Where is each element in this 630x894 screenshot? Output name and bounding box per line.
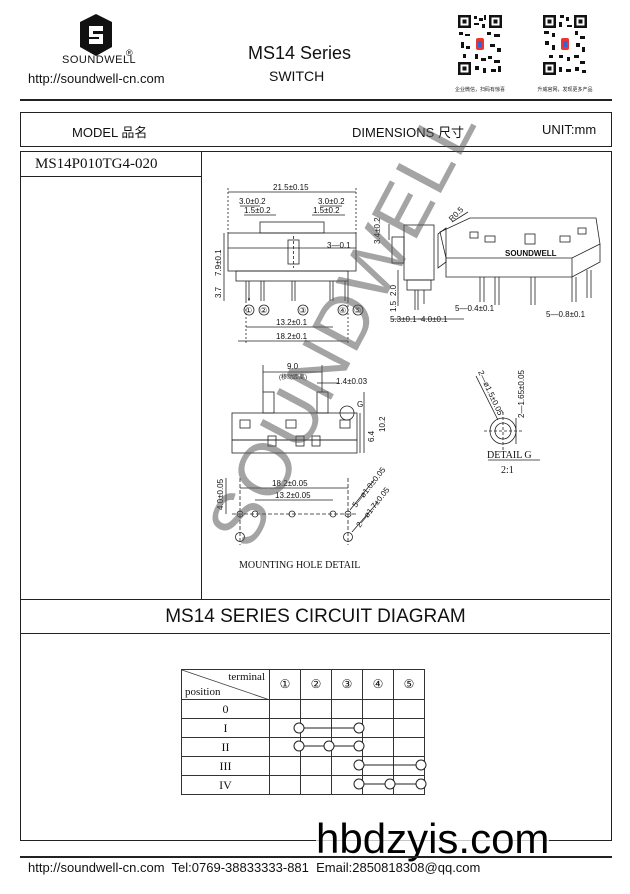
dim-knob-height: 3—0.1 bbox=[327, 241, 351, 250]
dim-pin-span-inner: 13.2±0.1 bbox=[276, 318, 308, 327]
dim-height: 7.9±0.1 bbox=[214, 249, 223, 276]
dim-side-holes: 5—0.4±0.1 bbox=[455, 304, 495, 313]
circuit-title-divider bbox=[21, 633, 610, 634]
terminal-1: ① bbox=[269, 669, 301, 700]
detail-g-caption: DETAIL G bbox=[487, 450, 532, 461]
pin-5: ⑤ bbox=[354, 306, 361, 315]
pin-2: ② bbox=[260, 306, 267, 315]
header-terminal: terminal bbox=[228, 671, 265, 683]
circuit-title: MS14 SERIES CIRCUIT DIAGRAM bbox=[165, 606, 466, 627]
qr-left-caption: 企业微信，扫码有惊喜 bbox=[454, 87, 505, 93]
site-watermark: hbdzyis.com bbox=[316, 815, 550, 862]
dim-pin-span-outer: 18.2±0.1 bbox=[276, 332, 308, 341]
dim-top-depth: 6.4 bbox=[367, 430, 376, 442]
dim-pin-length: 3.7 bbox=[214, 286, 223, 298]
pin-1: ① bbox=[245, 306, 252, 315]
dim-iso-pins: 5—0.8±0.1 bbox=[546, 310, 586, 319]
dimensions-label: DIMENSIONS 尺寸 bbox=[352, 125, 464, 140]
dim-side-small: 1.5 bbox=[389, 300, 398, 312]
qr-right-caption: 升威官网，发现更多产品 bbox=[537, 87, 593, 93]
series-subtitle: SWITCH bbox=[269, 68, 325, 84]
position-label: IV bbox=[181, 775, 270, 795]
dim-travel-note: (移动距离) bbox=[279, 373, 307, 381]
position-label: II bbox=[181, 737, 270, 757]
logo-icon bbox=[80, 14, 112, 56]
iso-brand: SOUNDWELL bbox=[505, 249, 557, 258]
pin-4: ④ bbox=[339, 306, 346, 315]
position-row: I bbox=[181, 718, 425, 738]
mounting-caption: MOUNTING HOLE DETAIL bbox=[239, 560, 360, 571]
position-row: III bbox=[181, 756, 425, 776]
model-number: MS14P010TG4-020 bbox=[35, 156, 158, 172]
dim-travel: 9.0 bbox=[287, 362, 299, 371]
qr-code-right[interactable] bbox=[542, 14, 588, 76]
unit-label: UNIT:mm bbox=[542, 122, 597, 137]
model-label: MODEL 品名 bbox=[72, 125, 148, 140]
company-url[interactable]: http://soundwell-cn.com bbox=[28, 71, 165, 86]
terminal-2: ② bbox=[300, 669, 332, 700]
header-corner: terminal position bbox=[181, 669, 270, 700]
brand-name: SOUNDWELL bbox=[62, 54, 137, 66]
footer-divider bbox=[20, 856, 612, 858]
header-position: position bbox=[185, 686, 221, 698]
terminal-4: ④ bbox=[362, 669, 394, 700]
position-label: I bbox=[181, 718, 270, 738]
position-label: III bbox=[181, 756, 270, 776]
terminal-5: ⑤ bbox=[393, 669, 425, 700]
model-cell-underline bbox=[21, 176, 201, 177]
info-bar: MODEL 品名 DIMENSIONS 尺寸 UNIT:mm bbox=[20, 112, 612, 147]
dim-side-base: 5.3±0.1 bbox=[390, 315, 417, 324]
terminal-3: ③ bbox=[331, 669, 363, 700]
detail-g-dim1: 2—ø1.5±0.05 bbox=[476, 369, 505, 417]
dim-side-pin: 2.0 bbox=[389, 284, 398, 296]
series-title: MS14 Series bbox=[248, 43, 352, 63]
dim-mount-inner: 13.2±0.05 bbox=[275, 491, 311, 500]
dim-mount-vertical: 4.0±0.05 bbox=[216, 478, 225, 510]
position-row: II bbox=[181, 737, 425, 757]
dim-left-pitch: 3.0±0.2 bbox=[239, 197, 266, 206]
brand-logo bbox=[78, 13, 114, 57]
dim-mount-outer: 18.2±0.05 bbox=[272, 479, 308, 488]
dim-right-pitch: 3.0±0.2 bbox=[318, 197, 345, 206]
qr-code-left[interactable] bbox=[457, 14, 503, 76]
footer-contact: http://soundwell-cn.com Tel:0769-3883333… bbox=[28, 860, 481, 875]
detail-g-dim2: 2—1.65±0.05 bbox=[517, 369, 526, 418]
dim-side-top: 3.4±0.2 bbox=[373, 217, 382, 244]
detail-ref-g: G bbox=[357, 400, 363, 409]
dim-knob-width: 1.4±0.03 bbox=[336, 377, 368, 386]
circuit-table: terminal position ① ② ③ ④ ⑤ 0 I II III I… bbox=[181, 669, 425, 795]
dim-left-sub: 1.5±0.2 bbox=[244, 206, 271, 215]
model-column-divider bbox=[201, 152, 202, 599]
dim-side-pitch: 4.0±0.1 bbox=[421, 315, 448, 324]
pin-3: ③ bbox=[299, 306, 306, 315]
registered-mark: ® bbox=[126, 48, 133, 58]
detail-g-scale: 2:1 bbox=[501, 465, 514, 476]
position-label: 0 bbox=[181, 699, 270, 719]
position-row: 0 bbox=[181, 699, 425, 719]
drawing-bottom-divider bbox=[21, 599, 610, 600]
dim-top-height: 10.2 bbox=[378, 416, 387, 432]
dim-overall-width: 21.5±0.15 bbox=[273, 183, 309, 192]
circuit-header-row: terminal position ① ② ③ ④ ⑤ bbox=[181, 669, 425, 700]
header-divider bbox=[20, 99, 612, 101]
position-row: IV bbox=[181, 775, 425, 795]
dim-right-sub: 1.5±0.2 bbox=[313, 206, 340, 215]
